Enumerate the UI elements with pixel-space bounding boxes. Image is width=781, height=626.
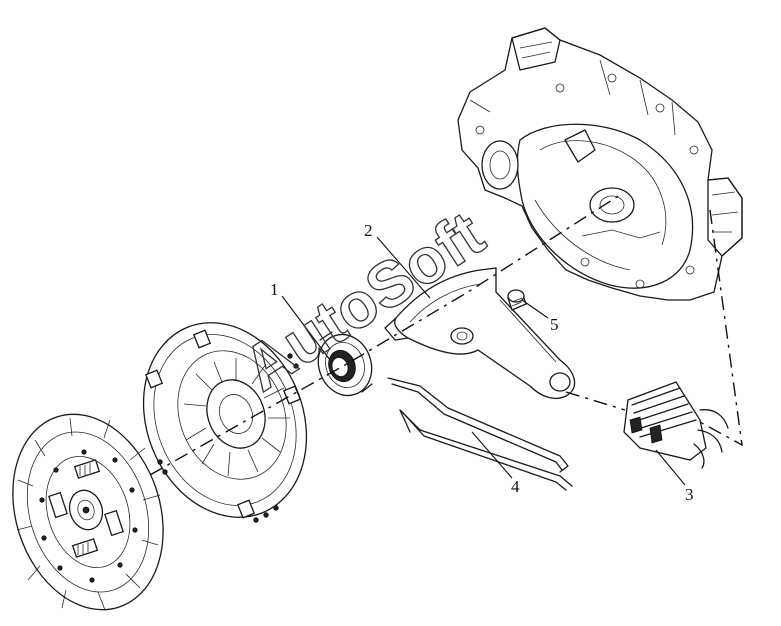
callout-3: 3 (685, 485, 694, 504)
callout-2: 2 (364, 221, 373, 240)
pivot-ball-stud (507, 289, 527, 311)
clutch-disc (12, 413, 164, 611)
centerlines (149, 194, 743, 476)
release-fork (384, 267, 576, 400)
callout-5: 5 (550, 315, 559, 334)
callout-1: 1 (270, 280, 279, 299)
transaxle-housing (457, 27, 743, 301)
callout-4: 4 (511, 477, 520, 496)
fork-dust-boot (623, 381, 729, 469)
leader-lines (281, 236, 686, 486)
release-bearing (317, 331, 373, 397)
pressure-plate (142, 322, 308, 523)
